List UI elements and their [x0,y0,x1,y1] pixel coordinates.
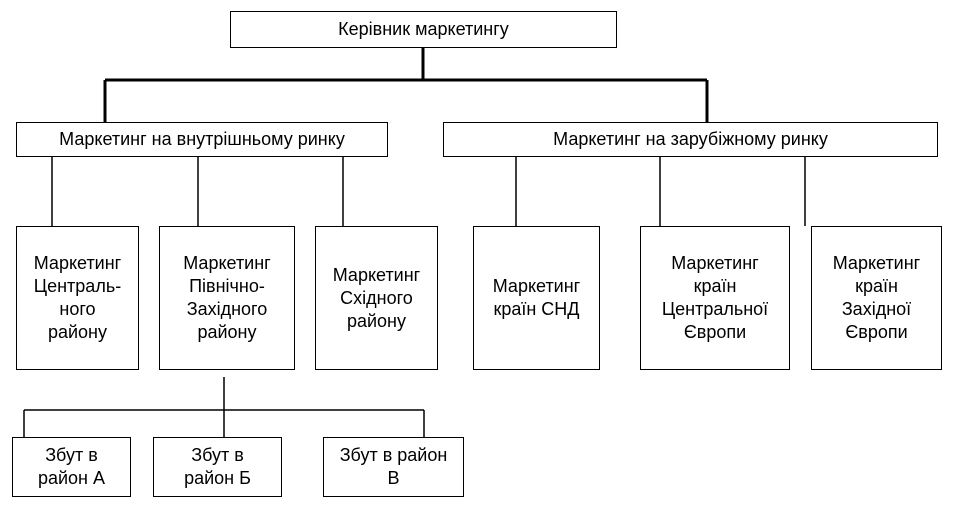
box-cis-countries-label: Маркетинг країн СНД [492,276,581,319]
box-eastern-region: Маркетинг Східного району [315,226,438,370]
box-eastern-region-label: Маркетинг Східного району [332,264,421,331]
box-central-region-label: Маркетинг Централь- ного району [33,253,122,342]
box-sales-region-v-label: Збут в район В [339,445,448,488]
box-northwest-region-label: Маркетинг Північно- Західного району [183,253,271,342]
box-central-region: Маркетинг Централь- ного району [16,226,139,370]
box-cis-countries: Маркетинг країн СНД [473,226,600,370]
box-northwest-region: Маркетинг Північно- Західного району [159,226,295,370]
box-western-europe-label: Маркетинг країн Західної Європи [832,253,921,342]
box-domestic-marketing-label: Маркетинг на внутрішньому ринку [59,129,345,149]
box-sales-region-v: Збут в район В [323,437,464,497]
box-marketing-head-label: Керівник маркетингу [338,19,509,39]
box-foreign-marketing: Маркетинг на зарубіжному ринку [443,122,938,157]
box-central-europe-label: Маркетинг країн Центральної Європи [661,253,769,342]
box-central-europe: Маркетинг країн Центральної Європи [640,226,790,370]
box-western-europe: Маркетинг країн Західної Європи [811,226,942,370]
box-foreign-marketing-label: Маркетинг на зарубіжному ринку [553,129,828,149]
box-sales-region-a: Збут в район А [12,437,131,497]
box-domestic-marketing: Маркетинг на внутрішньому ринку [16,122,388,157]
box-sales-region-b: Збут в район Б [153,437,282,497]
box-sales-region-b-label: Збут в район Б [184,445,251,488]
box-marketing-head: Керівник маркетингу [230,11,617,48]
box-sales-region-a-label: Збут в район А [37,445,106,488]
